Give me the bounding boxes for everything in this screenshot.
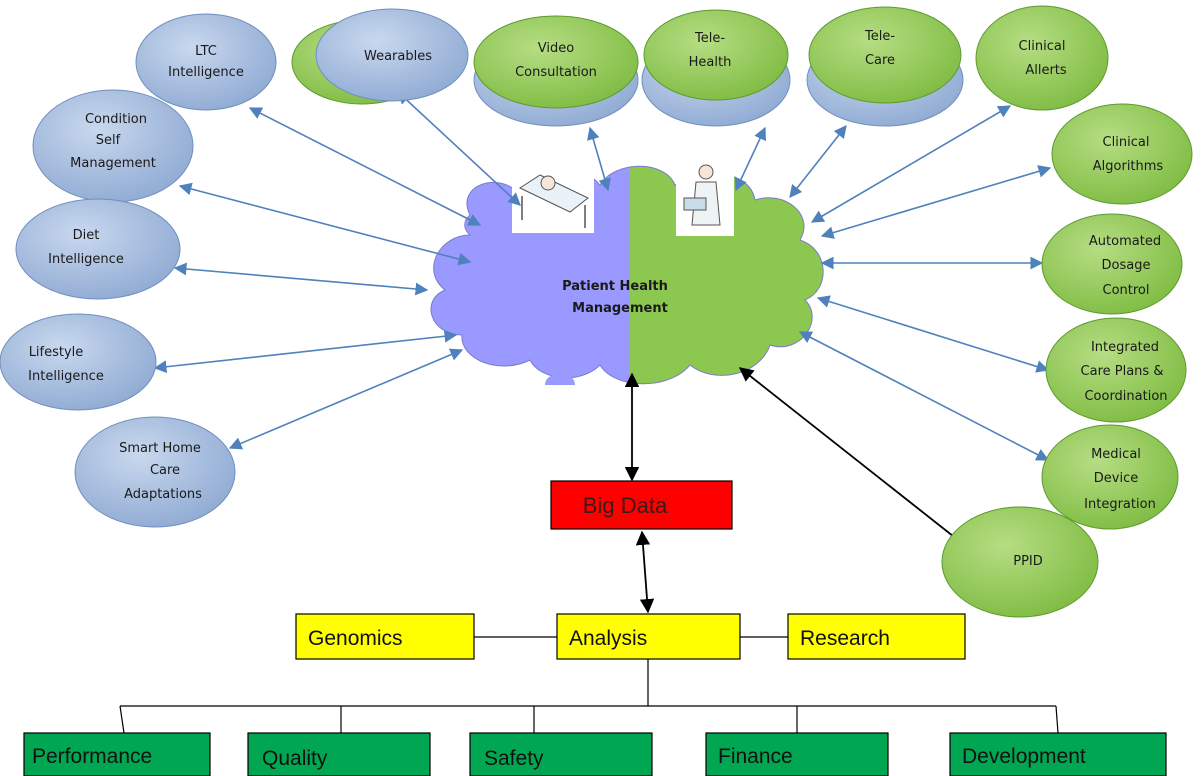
node-text: Self <box>96 133 121 148</box>
output-label: Performance <box>32 745 152 768</box>
analysis-box: Analysis <box>556 613 741 660</box>
node-text: Care Plans & <box>1081 364 1164 379</box>
big-data-label: Big Data <box>583 493 668 518</box>
analysis-row: Genomics Analysis Research <box>295 613 966 660</box>
node-ppid: PPID <box>941 506 1099 618</box>
node-text: Device <box>1094 471 1138 486</box>
node-ltc-intelligence: LTC Intelligence <box>135 13 277 111</box>
node-text: PPID <box>1013 554 1043 569</box>
node-text: Smart Home <box>119 441 201 456</box>
arrow-algorithms <box>820 165 1052 239</box>
genomics-box: Genomics <box>295 613 475 660</box>
black-connectors <box>624 367 959 614</box>
node-text: Management <box>70 156 156 171</box>
node-diet-intelligence: Diet Intelligence <box>15 198 181 300</box>
genomics-label: Genomics <box>308 627 403 650</box>
big-data-box: Big Data <box>550 480 733 530</box>
output-development: Development <box>949 732 1167 776</box>
node-text: Integrated <box>1091 340 1159 355</box>
patient-health-cloud: Patient Health Management <box>430 165 824 385</box>
node-text: Intelligence <box>48 252 124 267</box>
node-tele-health: Tele- Health <box>641 9 791 127</box>
node-text: Automated <box>1089 234 1161 249</box>
node-text: Clinical <box>1019 39 1066 54</box>
output-performance: Performance <box>23 732 211 776</box>
output-tree <box>119 659 1059 734</box>
node-text: Control <box>1103 283 1150 298</box>
output-label: Safety <box>484 747 544 770</box>
node-text: Wearables <box>364 49 432 64</box>
node-wearables: Wearables <box>291 8 469 105</box>
arrow-smart-home <box>228 348 464 450</box>
output-safety: Safety <box>469 732 653 776</box>
node-text: Allerts <box>1025 63 1067 78</box>
node-clinical-algorithms: Clinical Algorithms <box>1051 103 1193 205</box>
output-quality: Quality <box>247 732 431 776</box>
node-clinical-allerts: Clinical Allerts <box>975 5 1109 111</box>
arrow-telecare <box>789 124 847 199</box>
node-text: Algorithms <box>1093 159 1164 174</box>
arrow-device <box>798 331 1050 461</box>
research-box: Research <box>787 613 966 660</box>
output-finance: Finance <box>705 732 889 776</box>
node-text: Clinical <box>1103 135 1150 150</box>
node-text: Coordination <box>1084 389 1167 404</box>
node-text: Consultation <box>515 65 597 80</box>
node-text: Video <box>538 41 574 56</box>
node-text: Dosage <box>1102 258 1151 273</box>
arrow-ltc <box>248 107 482 226</box>
node-text: Health <box>689 55 732 70</box>
node-text: Intelligence <box>168 65 244 80</box>
cloud-label-line1: Patient Health <box>562 279 668 294</box>
arrow-video <box>587 126 611 192</box>
arrow-analysis-bigdata <box>635 530 655 614</box>
patient-in-bed-icon <box>512 165 594 233</box>
arrow-telehealth <box>735 126 766 192</box>
node-text: Lifestyle <box>29 345 84 360</box>
arrow-ppid <box>738 367 959 541</box>
arrow-condition <box>178 182 472 266</box>
node-automated-dosage-control: Automated Dosage Control <box>1041 213 1183 315</box>
left-connectors <box>153 107 482 450</box>
cloud-label-line2: Management <box>572 301 668 316</box>
nurse-with-laptop-icon <box>676 160 734 236</box>
arrow-diet <box>173 262 429 296</box>
node-text: Condition <box>85 112 147 127</box>
node-lifestyle-intelligence: Lifestyle Intelligence <box>0 313 157 411</box>
node-text: Care <box>865 53 895 68</box>
node-medical-device-integration: Medical Device Integration <box>1041 424 1179 530</box>
node-video-consultation: Video Consultation <box>473 15 639 127</box>
research-label: Research <box>800 627 890 650</box>
node-text: Medical <box>1091 447 1141 462</box>
node-integrated-care-plans: Integrated Care Plans & Coordination <box>1045 317 1187 423</box>
output-label: Quality <box>262 747 328 770</box>
node-text: Tele- <box>694 31 725 46</box>
output-label: Development <box>962 745 1086 768</box>
node-smart-home-care-adaptations: Smart Home Care Adaptations <box>74 416 236 528</box>
node-text: LTC <box>195 44 217 59</box>
right-connectors <box>798 165 1052 461</box>
node-text: Intelligence <box>28 369 104 384</box>
output-label: Finance <box>718 745 793 768</box>
node-text: Diet <box>73 228 100 243</box>
node-text: Integration <box>1084 497 1156 512</box>
analysis-label: Analysis <box>569 627 647 650</box>
node-text: Adaptations <box>124 487 202 502</box>
node-text: Tele- <box>864 29 895 44</box>
arrow-wearables <box>397 91 521 206</box>
node-condition-self-management: Condition Self Management <box>32 89 194 203</box>
node-text: Care <box>150 463 180 478</box>
node-tele-care: Tele- Care <box>806 6 964 127</box>
arrow-lifestyle <box>153 329 458 374</box>
